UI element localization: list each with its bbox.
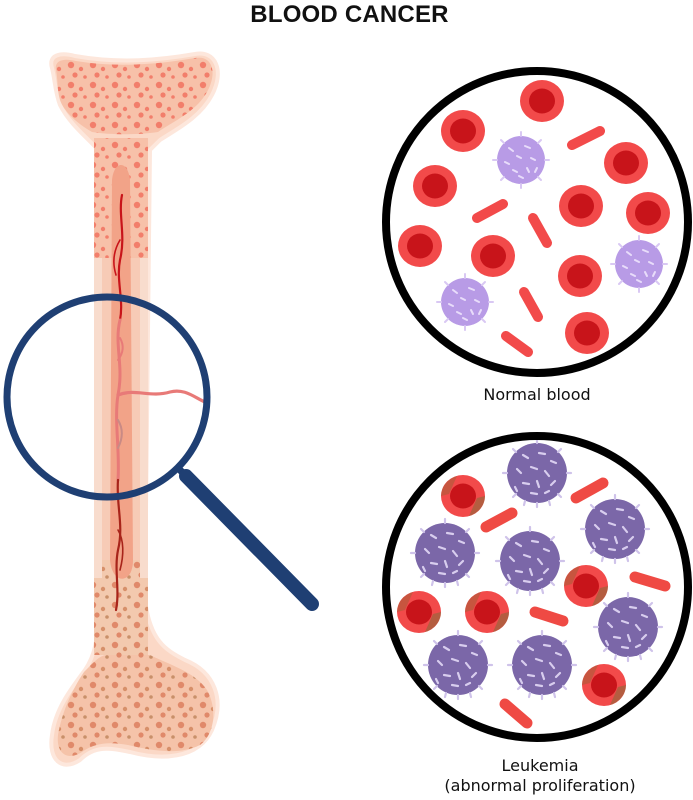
bone-figure bbox=[49, 51, 220, 767]
magnifier-icon bbox=[3, 293, 319, 611]
leukemia-label-line1: Leukemia bbox=[501, 756, 579, 775]
leukemia-label-line2: (abnormal proliferation) bbox=[444, 776, 636, 795]
leukemia-label: Leukemia (abnormal proliferation) bbox=[390, 756, 690, 796]
diagram-title: BLOOD CANCER bbox=[250, 1, 449, 28]
normal-blood-label: Normal blood bbox=[483, 385, 591, 404]
normal-blood-circle bbox=[382, 67, 692, 377]
leukemia-blood-circle bbox=[382, 432, 692, 742]
